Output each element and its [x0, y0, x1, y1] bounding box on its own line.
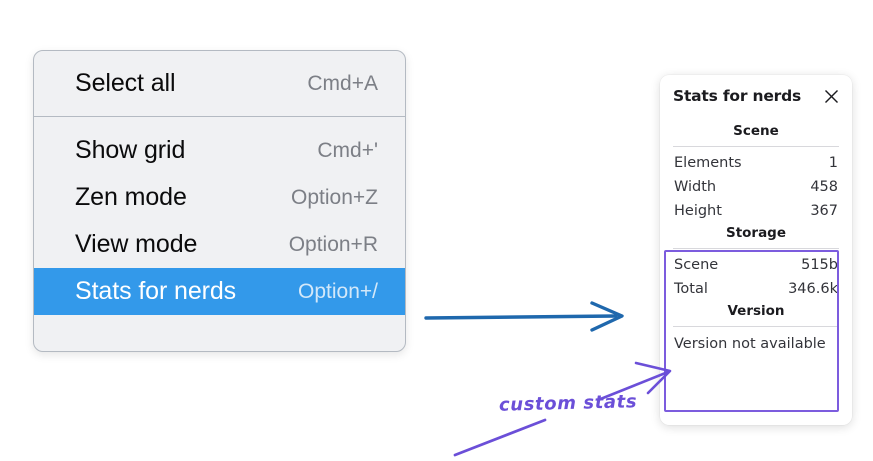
- context-menu[interactable]: Select all Cmd+A Show grid Cmd+' Zen mod…: [33, 50, 406, 352]
- panel-header: Stats for nerds: [671, 87, 841, 105]
- stat-value: 458: [810, 179, 838, 195]
- stats-section-scene: Scene Elements 1 Width 458 Height 367: [671, 121, 841, 223]
- menu-item-stats-for-nerds[interactable]: Stats for nerds Option+/: [34, 268, 405, 315]
- section-heading: Version: [727, 303, 785, 319]
- stat-value: 346.6k: [788, 281, 838, 297]
- menu-item-shortcut: Cmd+A: [307, 71, 378, 95]
- version-note: Version not available: [674, 336, 826, 352]
- section-divider: [673, 326, 839, 327]
- menu-item-show-grid[interactable]: Show grid Cmd+': [34, 127, 405, 174]
- menu-item-zen-mode[interactable]: Zen mode Option+Z: [34, 174, 405, 221]
- menu-group-2: Show grid Cmd+' Zen mode Option+Z View m…: [34, 117, 405, 335]
- panel-title: Stats for nerds: [673, 87, 802, 105]
- flow-arrow-blue: [424, 301, 624, 332]
- section-divider: [673, 146, 839, 147]
- stats-for-nerds-panel: Stats for nerds Scene Elements 1 Width 4…: [660, 75, 852, 425]
- stat-value: 1: [828, 155, 838, 171]
- stats-section-storage: Storage Scene 515b Total 346.6k: [671, 223, 841, 301]
- annotation-arrow-lower: [453, 418, 547, 457]
- menu-bottom-padding: [34, 315, 405, 335]
- menu-item-shortcut: Option+Z: [291, 185, 378, 209]
- stat-label: Width: [674, 179, 717, 195]
- section-heading: Storage: [725, 225, 787, 241]
- section-heading: Scene: [733, 123, 779, 139]
- stat-label: Height: [674, 203, 722, 219]
- menu-item-label: Show grid: [75, 136, 186, 164]
- section-divider: [673, 248, 839, 249]
- menu-item-label: View mode: [75, 230, 198, 258]
- stat-row-height: Height 367: [671, 199, 841, 223]
- menu-item-label: Select all: [75, 69, 176, 97]
- menu-item-label: Stats for nerds: [75, 277, 237, 305]
- stat-value: 515b: [801, 257, 838, 273]
- stat-value: 367: [810, 203, 838, 219]
- close-icon[interactable]: [823, 88, 840, 105]
- stat-row-width: Width 458: [671, 175, 841, 199]
- stat-row-storage-scene: Scene 515b: [671, 253, 841, 277]
- menu-item-shortcut: Option+/: [298, 279, 378, 303]
- stat-row-storage-total: Total 346.6k: [671, 277, 841, 301]
- stat-row-elements: Elements 1: [671, 151, 841, 175]
- menu-item-shortcut: Option+R: [288, 232, 378, 256]
- menu-item-label: Zen mode: [75, 183, 187, 211]
- menu-item-shortcut: Cmd+': [317, 138, 378, 162]
- stat-label: Elements: [674, 155, 742, 171]
- menu-item-view-mode[interactable]: View mode Option+R: [34, 221, 405, 268]
- stat-label: Total: [674, 281, 708, 297]
- menu-separator: [34, 116, 405, 117]
- menu-group-1: Select all Cmd+A: [34, 51, 405, 116]
- annotation-label: custom stats: [498, 391, 638, 416]
- stats-section-version: Version Version not available: [671, 301, 841, 357]
- stat-label: Scene: [674, 257, 719, 273]
- menu-item-select-all[interactable]: Select all Cmd+A: [34, 60, 405, 107]
